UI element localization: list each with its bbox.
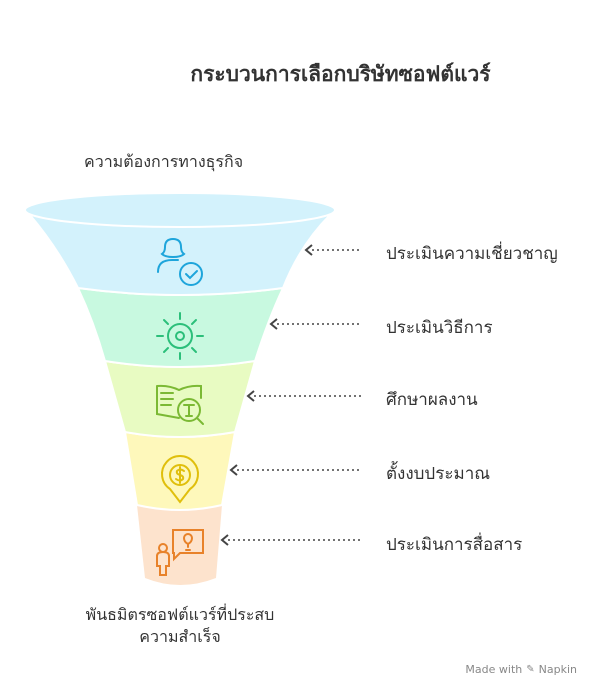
- funnel-band-3: [103, 359, 257, 438]
- funnel-band-5: [137, 505, 222, 585]
- credit-made-with: Made with: [465, 663, 523, 676]
- funnel-top-ellipse: [24, 192, 336, 228]
- diagram-title: กระบวนการเลือกบริษัทซอฟต์แวร์: [190, 62, 491, 86]
- gear-icon: [156, 312, 204, 360]
- funnel-output-label: พันธมิตรซอฟต์แวร์ที่ประสบ ความสำเร็จ: [50, 604, 310, 648]
- step-label-2: ประเมินวิธีการ: [386, 318, 493, 338]
- connector-3: [246, 390, 362, 402]
- presenter-idea-icon: [156, 529, 204, 576]
- step-label-1: ประเมินความเชี่ยวชาญ: [386, 244, 558, 264]
- step-label-3: ศึกษาผลงาน: [386, 390, 478, 410]
- money-pin-icon: [161, 455, 199, 504]
- step-label-4: ตั้งงบประมาณ: [386, 464, 491, 484]
- credit-brand: Napkin: [538, 663, 577, 676]
- connector-5: [220, 534, 362, 546]
- napkin-credit: Made with ✎ Napkin: [465, 663, 577, 676]
- connector-4: [229, 464, 362, 476]
- funnel-input-label: ความต้องการทางธุรกิจ: [84, 152, 244, 171]
- user-check-icon: [157, 237, 203, 286]
- book-search-icon: [156, 384, 204, 425]
- napkin-logo-icon: ✎: [526, 664, 535, 675]
- funnel-output-line-2: ความสำเร็จ: [139, 627, 221, 646]
- funnel-output-line-1: พันธมิตรซอฟต์แวร์ที่ประสบ: [85, 605, 275, 624]
- connector-2: [269, 318, 362, 330]
- connector-1: [304, 244, 362, 256]
- step-label-5: ประเมินการสื่อสาร: [386, 535, 523, 555]
